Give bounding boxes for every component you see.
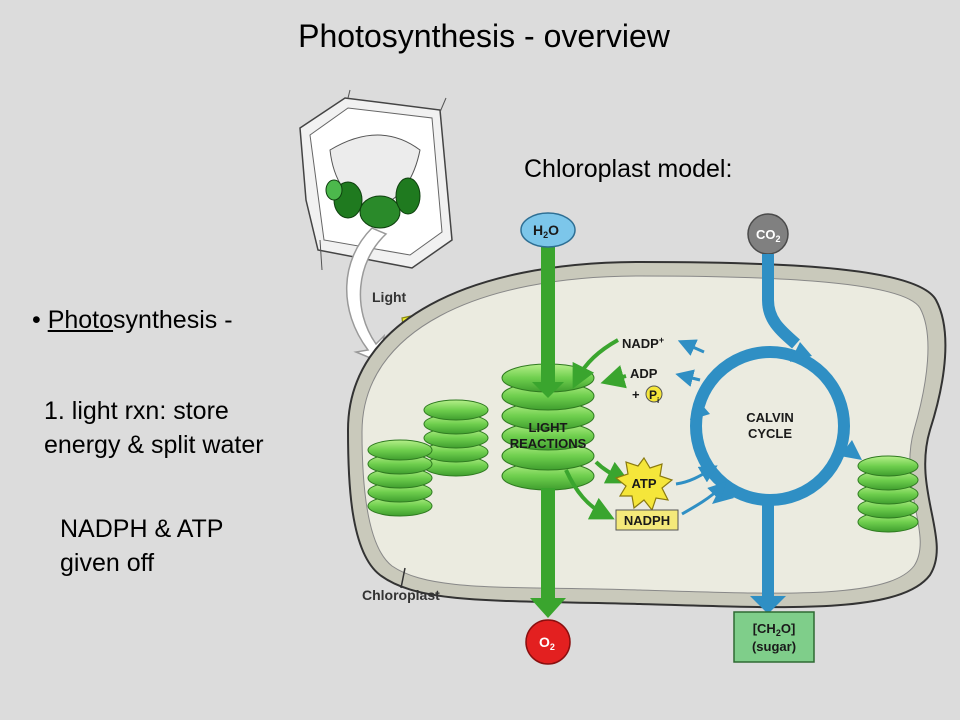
light-label: Light	[372, 289, 407, 305]
plant-cell-illustration	[299, 89, 453, 271]
nadph-box	[615, 509, 679, 531]
granum-right	[857, 455, 919, 533]
atp-burst-icon	[614, 456, 674, 512]
pi-plus: +	[632, 387, 640, 402]
sugar-line-2: (sugar)	[752, 639, 796, 654]
granum-left-back	[423, 399, 489, 477]
chloroplast-label: Chloroplast	[362, 587, 440, 603]
h2o-label: H2O	[533, 222, 559, 240]
products-line-1: NADPH & ATP	[60, 515, 224, 543]
o2-label: O2	[539, 634, 555, 652]
calvin-line-2: CYCLE	[748, 426, 792, 441]
light-reactions-line-1: LIGHT	[529, 420, 568, 435]
bullet-underlined-term: Photo	[47, 306, 114, 334]
step-line-1: 1. light rxn: store	[44, 397, 229, 425]
bullet-dot: •	[32, 306, 48, 334]
light-reactions-line-2: REACTIONS	[510, 436, 587, 451]
bullet-term-rest: synthesis -	[113, 306, 233, 334]
chloroplast-model-label: Chloroplast model:	[524, 155, 733, 183]
slide-title: Photosynthesis - overview	[298, 18, 670, 54]
photosynthesis-bullet: • Photosynthesis -	[32, 306, 233, 335]
co2-input-arrow	[762, 254, 800, 349]
o2-node	[525, 619, 571, 665]
oxygen-output-arrow	[541, 488, 555, 600]
granum-left-front	[367, 439, 433, 517]
pi-label: Pi	[649, 388, 659, 405]
h2o-node	[520, 212, 576, 248]
nadph-label: NADPH	[624, 513, 670, 528]
sugar-line-1: [CH2O]	[753, 621, 796, 638]
products-note: NADPH & ATP given off	[60, 512, 223, 580]
adp-label: ADP	[630, 366, 658, 381]
water-input-arrow	[541, 246, 555, 386]
step-line-2: energy & split water	[44, 431, 264, 459]
atp-label: ATP	[631, 476, 656, 491]
calvin-line-1: CALVIN	[746, 410, 793, 425]
sugar-output-arrow	[762, 500, 774, 600]
products-line-2: given off	[60, 549, 155, 577]
sugar-box	[733, 611, 815, 663]
light-reaction-step: 1. light rxn: store energy & split water	[44, 394, 264, 462]
co2-label: CO2	[756, 227, 781, 244]
phosphate-icon	[645, 385, 663, 403]
nadp-plus-label: NADP+	[622, 335, 664, 351]
